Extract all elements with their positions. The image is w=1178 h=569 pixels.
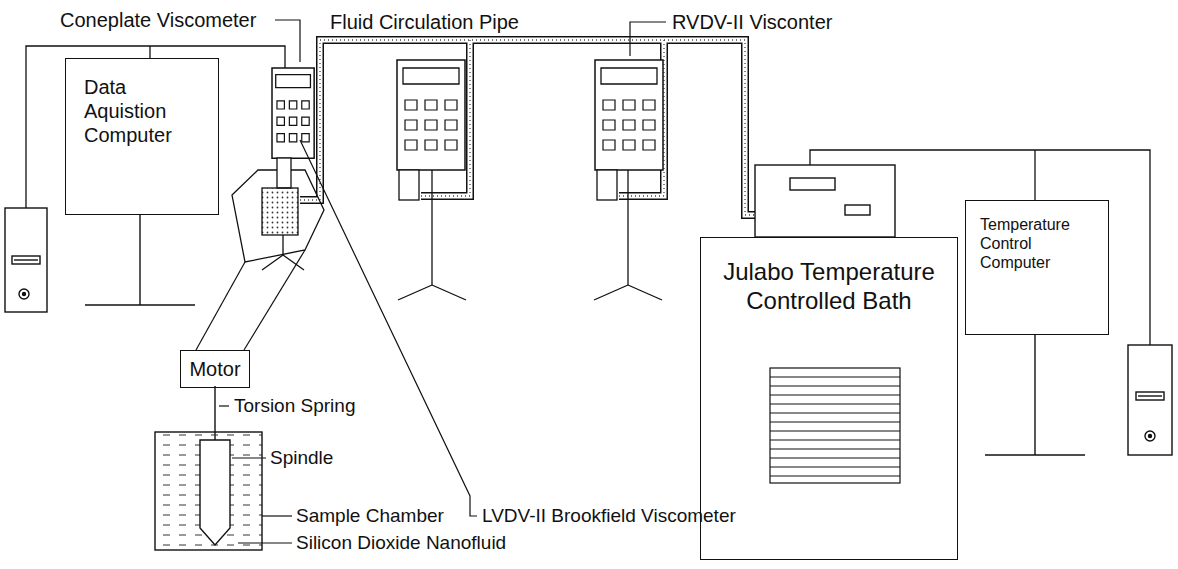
bath-grille xyxy=(770,457,900,458)
temperature-bath: Julabo Temperature Controlled Bath xyxy=(700,237,958,560)
tripod-stand xyxy=(398,170,466,300)
inset-leader xyxy=(196,250,305,350)
callout-label: Coneplate Viscometer xyxy=(60,8,256,32)
monitor-stand xyxy=(85,215,195,305)
spindle-housing xyxy=(277,158,291,188)
circulation-pipe xyxy=(300,40,755,215)
power-button xyxy=(19,289,29,299)
callout-label: LVDV-II Brookfield Viscometer xyxy=(482,505,736,528)
part-label: Spindle xyxy=(270,447,333,470)
bath-grille xyxy=(770,412,900,413)
monitor-stand xyxy=(985,335,1085,455)
node-text: Temperature Control Computer xyxy=(980,215,1090,273)
bath-grille xyxy=(770,439,900,440)
tripod-stand xyxy=(282,235,283,255)
computer-tower xyxy=(5,208,47,312)
callout-label: RVDV-II Visconter xyxy=(672,10,832,34)
computer-monitor: Temperature Control Computer xyxy=(965,200,1109,335)
node-text: Julabo Temperature Controlled Bath xyxy=(713,258,945,316)
bath-grille xyxy=(770,394,900,395)
computer-tower xyxy=(1128,345,1172,455)
viscometer xyxy=(594,60,663,300)
bath-grille xyxy=(770,368,900,483)
tripod-stand xyxy=(262,235,304,270)
leader-line xyxy=(238,542,292,543)
inset-leader xyxy=(196,262,245,350)
viscometer-head xyxy=(272,68,314,158)
tripod-stand xyxy=(594,285,628,300)
tripod-stand xyxy=(262,255,283,270)
tripod-stand xyxy=(431,170,432,285)
computer-tower xyxy=(5,208,47,312)
leader-line xyxy=(630,22,666,56)
part-label: Silicon Dioxide Nanofluid xyxy=(296,532,506,555)
circulation-pipe xyxy=(300,40,755,215)
bath-grille xyxy=(770,448,900,449)
viscometer-head xyxy=(595,60,663,170)
drive-slot xyxy=(14,259,38,260)
bath-display xyxy=(790,178,835,190)
bath-grille xyxy=(770,421,900,422)
monitor-stand xyxy=(985,454,1085,455)
spindle-housing xyxy=(597,170,617,200)
computer-tower xyxy=(1128,345,1172,455)
sample-chamber xyxy=(155,432,262,550)
circulation-pipe xyxy=(300,40,755,215)
tripod-stand xyxy=(398,285,432,300)
signal-cable xyxy=(149,46,150,58)
leader-line xyxy=(275,20,300,62)
sample-cup xyxy=(262,188,298,235)
monitor-stand xyxy=(1034,335,1035,455)
tripod-stand xyxy=(627,170,628,285)
bath-control-head xyxy=(755,165,895,237)
tripod-stand xyxy=(432,285,466,300)
signal-cable xyxy=(26,46,1150,345)
monitor-stand xyxy=(139,215,140,305)
bath-grille xyxy=(770,466,900,467)
leader-line xyxy=(232,457,266,458)
inset-leader xyxy=(244,250,305,350)
bath-control-head xyxy=(755,165,895,237)
viscometer xyxy=(196,68,324,350)
circulation-pipe xyxy=(300,40,755,215)
bath-switch xyxy=(845,205,870,215)
power-button xyxy=(23,293,26,296)
callout-label: Fluid Circulation Pipe xyxy=(330,10,519,34)
bath-grille xyxy=(770,368,900,483)
node-text: Motor xyxy=(189,357,240,381)
viscometer xyxy=(397,60,466,300)
bath-grille xyxy=(770,385,900,386)
computer-monitor: Data Aquistion Computer xyxy=(65,58,219,215)
spindle xyxy=(200,440,230,545)
bath-grille xyxy=(770,403,900,404)
bath-grille xyxy=(770,376,900,377)
monitor-stand xyxy=(85,304,195,305)
leader-line xyxy=(262,515,292,516)
part-label: Torsion Spring xyxy=(234,395,355,418)
motor-box: Motor xyxy=(180,350,250,388)
tripod-stand xyxy=(594,170,662,300)
leader-line xyxy=(219,20,666,543)
drive-slot xyxy=(1136,392,1164,400)
leader-line xyxy=(219,405,229,406)
drive-slot xyxy=(12,256,40,264)
power-button xyxy=(1145,431,1155,441)
bath-grille xyxy=(770,475,900,476)
drive-slot xyxy=(1138,395,1162,396)
power-button xyxy=(1149,435,1152,438)
tripod-stand xyxy=(628,285,662,300)
part-label: Sample Chamber xyxy=(296,505,444,528)
viscometer-head xyxy=(397,60,465,170)
bath-grille xyxy=(770,430,900,431)
signal-cable xyxy=(1034,150,1035,200)
spindle-housing xyxy=(399,170,419,200)
node-text: Data Aquistion Computer xyxy=(84,75,196,147)
